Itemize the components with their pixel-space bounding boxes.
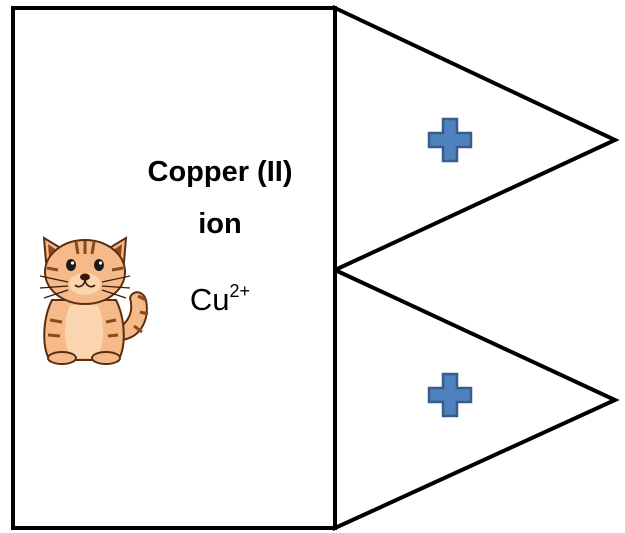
- ion-name-line-1: Copper (II): [147, 156, 293, 188]
- plus-icon: [427, 117, 473, 163]
- tab-lower: [333, 266, 620, 532]
- tab-upper: [333, 4, 620, 274]
- cartoon-cat-icon: [39, 236, 149, 365]
- formula-symbol: Cu: [189, 282, 230, 317]
- formula-charge: 2+: [229, 281, 251, 301]
- plus-icon: [427, 372, 473, 418]
- ion-name-line-2: ion: [198, 208, 242, 240]
- ion-formula: Cu2+: [120, 280, 320, 320]
